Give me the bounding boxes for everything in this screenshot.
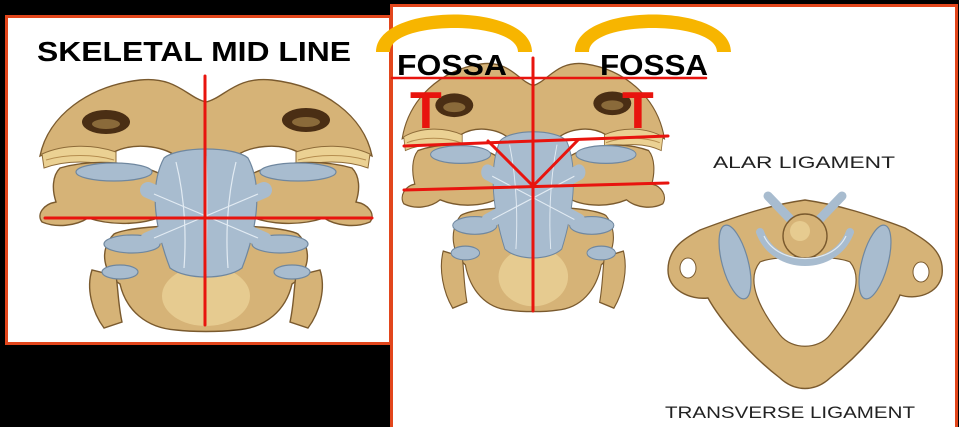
alar-ligament-label: ALAR LIGAMENT: [713, 153, 895, 172]
fossa-label-right: FOSSA: [600, 50, 708, 82]
skeletal-midline-title: SKELETAL MID LINE: [37, 36, 351, 67]
fossa-label-left: FOSSA: [397, 50, 507, 82]
t-marker-left: T: [410, 82, 442, 140]
transverse-ligament-label: TRANSVERSE LIGAMENT: [665, 403, 915, 422]
t-marker-right: T: [622, 82, 654, 140]
